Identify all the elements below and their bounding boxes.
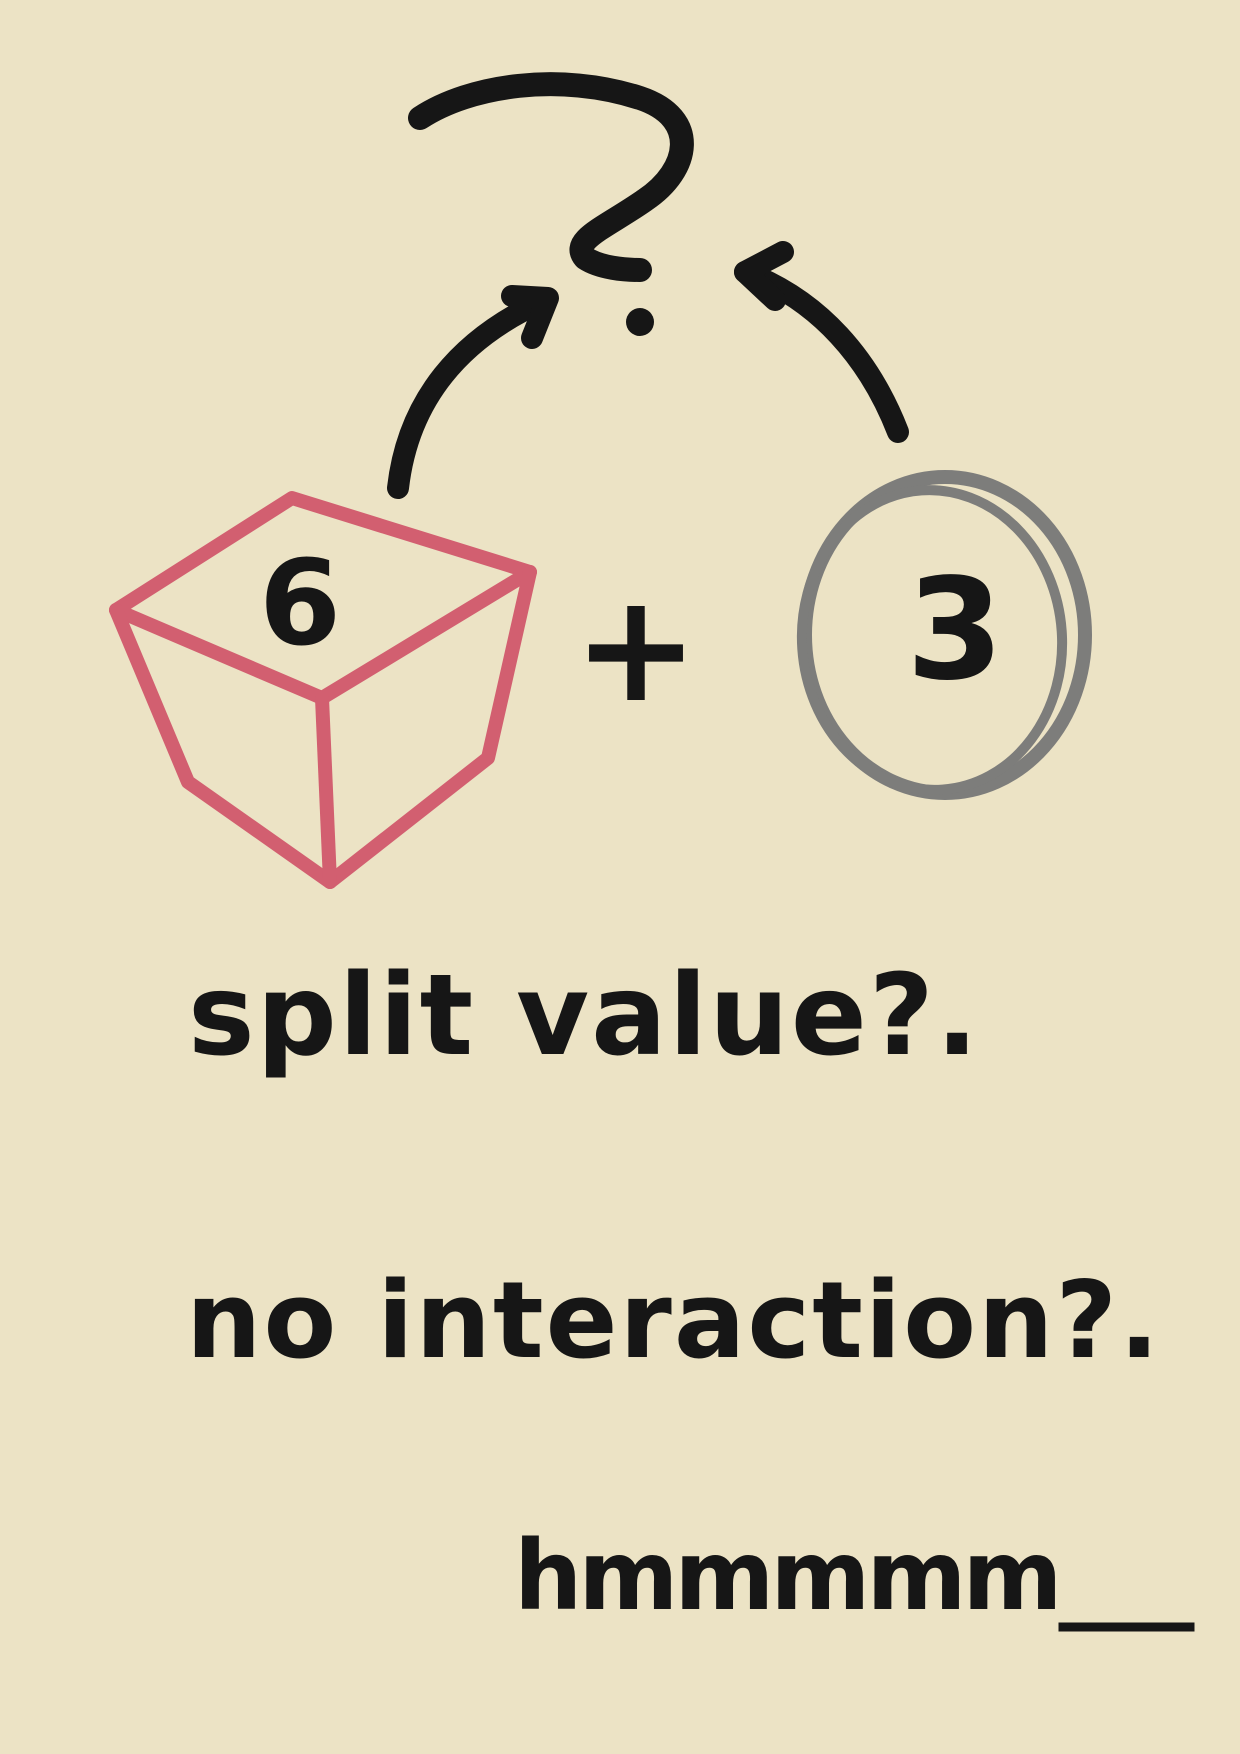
circle-number: 3 <box>906 549 1003 712</box>
note-split-value: split value?. <box>188 951 981 1081</box>
arrow-icon <box>734 241 909 443</box>
cube-icon <box>109 491 537 889</box>
note-hmm: hmmmmm___ <box>514 1520 1194 1632</box>
arrow-icon <box>387 285 559 499</box>
circle-icon <box>796 470 1092 800</box>
cube-number: 6 <box>259 534 341 672</box>
note-no-interaction: no interaction?. <box>186 1259 1162 1382</box>
question-mark-icon <box>408 72 694 336</box>
plus-sign: + <box>573 562 699 736</box>
